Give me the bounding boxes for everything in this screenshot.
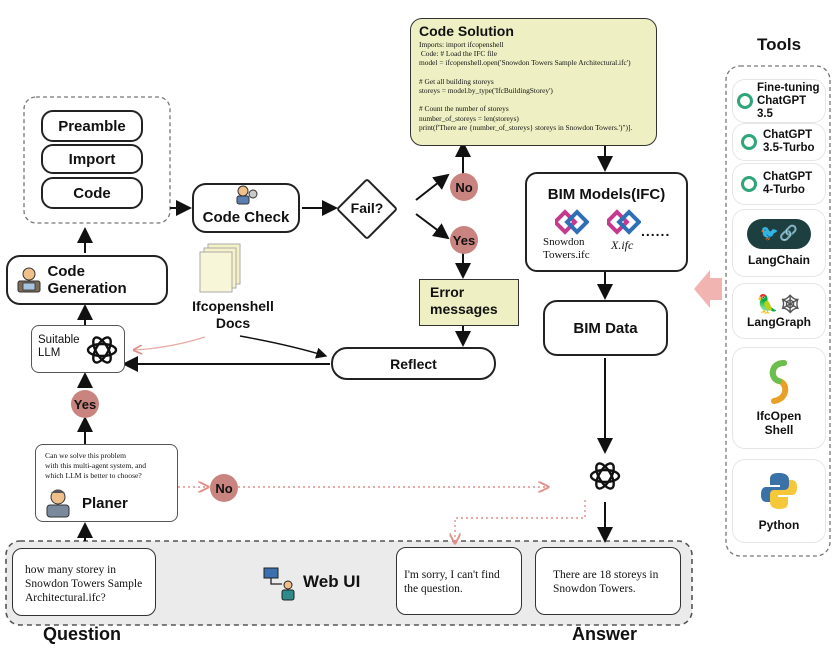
tool-langchain-label: LangChain: [748, 253, 810, 267]
tools-arrow: [694, 270, 722, 308]
reflect-node: Reflect: [331, 347, 496, 380]
code-line: number_of_storeys = len(storeys): [419, 113, 519, 123]
tool-langgraph-label: LangGraph: [746, 315, 811, 329]
tool-ifcopenshell: IfcOpen Shell: [733, 348, 825, 448]
web-ui-label: Web UI: [303, 572, 361, 591]
code-line: # Count the number of storeys: [419, 104, 509, 114]
fail-label: Fail?: [350, 200, 384, 216]
import-item: Import: [41, 144, 143, 174]
arrow-fail-to-yes: [415, 213, 450, 240]
bim-file-more: ......: [641, 223, 671, 239]
code-solution-title: Code Solution: [419, 23, 514, 39]
arrow-fail-to-no: [415, 173, 450, 201]
ifc-logo-icon-2: [607, 209, 641, 235]
tool-python-label: Python: [758, 518, 800, 532]
tool-finetune: Fine-tuning ChatGPT 3.5: [733, 80, 825, 122]
ifc-logo-icon: [555, 209, 589, 235]
code-line: print(f'There are {number_of_storeys} st…: [419, 122, 633, 132]
openai-answer-icon: [589, 462, 621, 490]
planer-question: Can we solve this problem with this mult…: [45, 451, 147, 480]
ifcopenshell-icon: [769, 360, 789, 404]
preamble-group-frame: [23, 96, 171, 224]
tool-langgraph: 🦜🕸 LangGraph: [733, 284, 825, 338]
tools-title: Tools: [756, 35, 802, 54]
tool-gpt35-label: ChatGPT 3.5-Turbo: [763, 129, 815, 154]
yes-badge-mid: Yes: [450, 226, 478, 254]
error-messages-box: Error messages: [419, 279, 519, 326]
answer-fail-text: I'm sorry, I can't find the question.: [404, 569, 500, 595]
web-ui-icon: [263, 567, 295, 601]
code-generation-node: Code Generation: [6, 255, 168, 305]
bim-models-node: BIM Models(IFC) Snowdon Towers.ifc X.ifc…: [525, 172, 688, 272]
tool-gpt4: ChatGPT 4-Turbo: [733, 164, 825, 204]
code-line: Code: # Load the IFC file: [419, 49, 497, 59]
code-check-label: Code Check: [202, 209, 290, 226]
tool-finetune-label: Fine-tuning ChatGPT 3.5: [756, 81, 820, 120]
code-line: Imports: import ifcopenshell: [419, 40, 504, 49]
bim-data-node: BIM Data: [543, 300, 668, 356]
no-badge-planer: No: [210, 474, 238, 502]
tool-python: Python: [733, 460, 825, 542]
arrow-docs-to-reflect: [239, 335, 328, 359]
openai-icon: [86, 336, 118, 364]
preamble-item: Preamble: [41, 110, 143, 142]
openai-icon: [741, 134, 757, 150]
yes-badge-left: Yes: [71, 390, 99, 418]
planer-node: Can we solve this problem with this mult…: [35, 444, 178, 522]
openai-icon: [741, 176, 757, 192]
tools-group-frame: [725, 65, 831, 557]
answer-fail-message: I'm sorry, I can't find the question.: [396, 547, 522, 615]
developer-icon: [17, 267, 41, 293]
no-badge-top: No: [450, 173, 478, 201]
answer-ok-message: There are 18 storeys in Snowdon Towers.: [535, 547, 681, 615]
docs-label: Ifcopenshell Docs: [192, 298, 274, 331]
code-solution-panel: Code Solution Imports: import ifcopenshe…: [410, 18, 657, 146]
bim-file-x: X.ifc: [611, 238, 634, 252]
arrow-docs-to-llm: [134, 336, 206, 350]
question-text: how many storey in Snowdon Towers Sample…: [25, 564, 143, 604]
code-check-person-icon: [236, 185, 258, 205]
answer-ok-text: There are 18 storeys in Snowdon Towers.: [553, 569, 659, 595]
question-caption: Question: [43, 624, 122, 644]
tool-ifcopenshell-label: IfcOpen Shell: [756, 409, 802, 437]
bim-models-title: BIM Models(IFC): [547, 186, 666, 203]
answer-caption: Answer: [572, 624, 638, 644]
code-line: [419, 95, 648, 104]
python-icon: [761, 473, 797, 509]
openai-icon: [737, 93, 753, 109]
code-line: model = ifcopenshell.open('Snowdon Tower…: [419, 58, 631, 68]
question-message: how many storey in Snowdon Towers Sample…: [12, 548, 156, 616]
suitable-llm-label: Suitable LLM: [38, 334, 80, 359]
arrow-openai-to-fail-answer: [455, 500, 586, 543]
langgraph-icon: 🦜🕸: [756, 294, 802, 314]
bim-file-snowdon: Snowdon Towers.ifc: [543, 236, 590, 261]
docs-stack-icon: [199, 243, 241, 293]
code-line: [419, 68, 648, 77]
tool-gpt35: ChatGPT 3.5-Turbo: [733, 124, 825, 160]
tool-langchain: 🐦🔗 LangChain: [733, 210, 825, 276]
code-solution-body: Imports: import ifcopenshell Code: # Loa…: [419, 40, 648, 132]
planer-label: Planer: [82, 495, 128, 512]
langchain-icon: 🐦🔗: [747, 219, 811, 249]
planer-person-icon: [46, 489, 70, 518]
tool-gpt4-label: ChatGPT 4-Turbo: [763, 171, 813, 196]
code-generation-label: Code Generation: [47, 263, 127, 297]
code-item: Code: [41, 177, 143, 209]
code-line: # Get all building storeys: [419, 76, 494, 86]
code-line: storeys = model.by_type('IfcBuildingStor…: [419, 86, 553, 96]
suitable-llm-node: Suitable LLM: [31, 325, 125, 373]
